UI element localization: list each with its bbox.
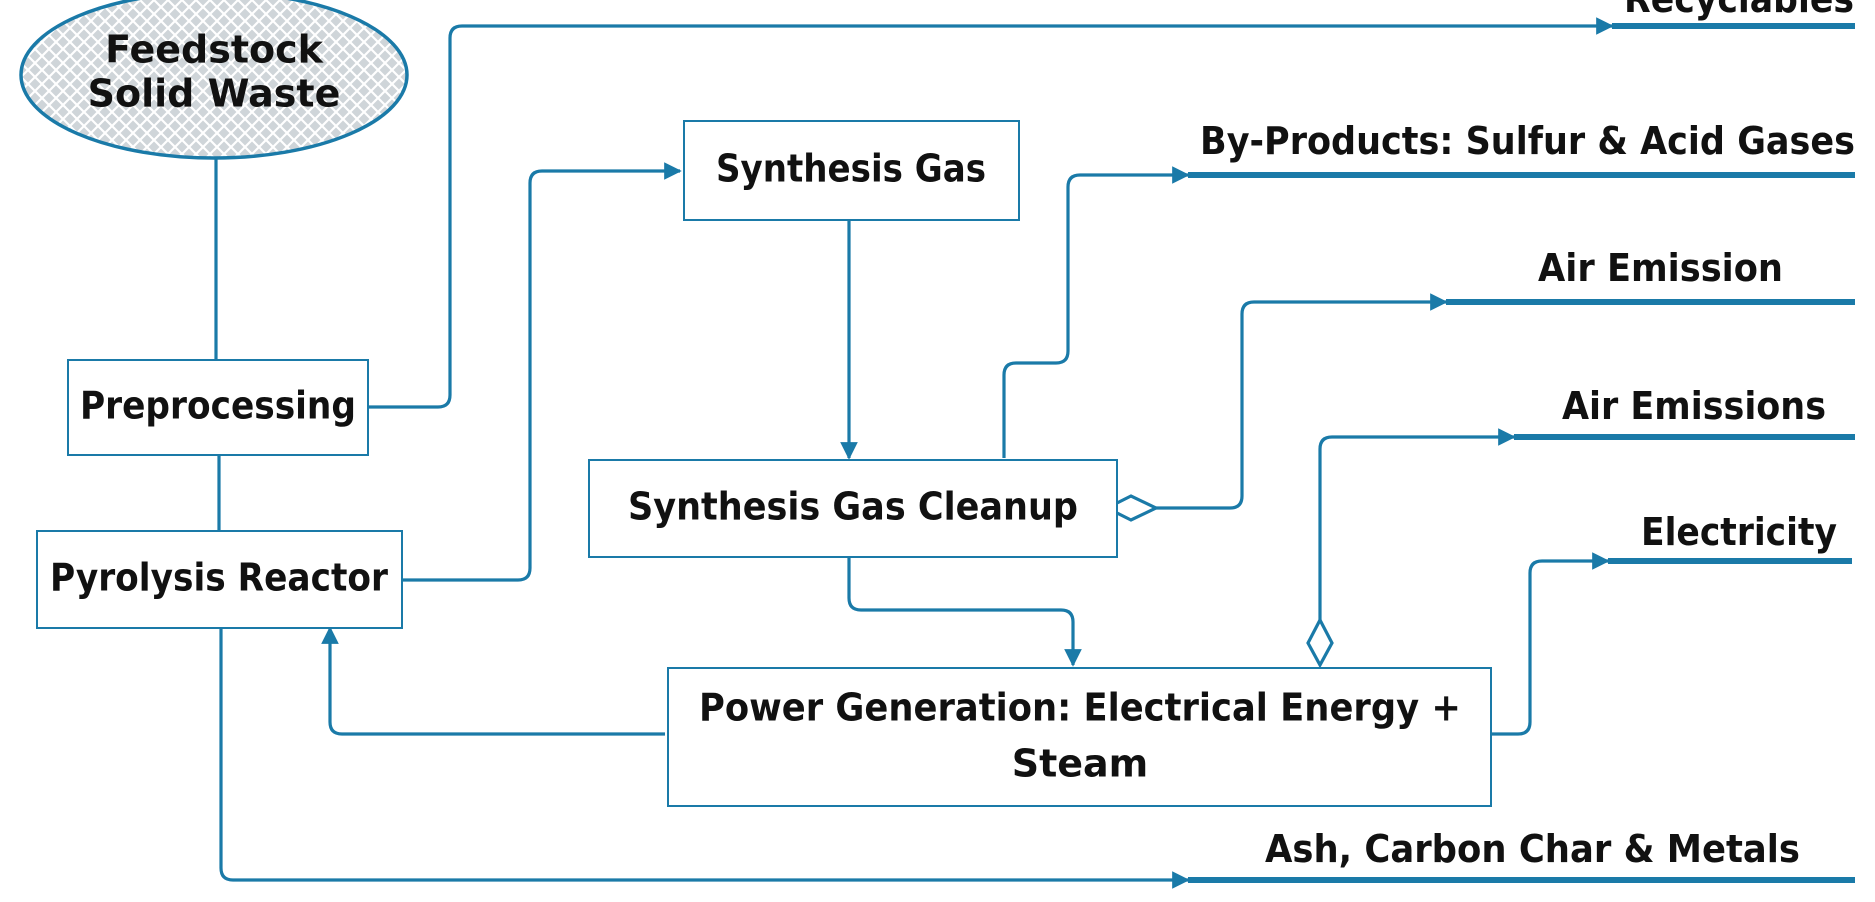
- synthesis-gas-box: [683, 120, 1020, 221]
- node-preprocessing: Preprocessing: [67, 359, 369, 456]
- feedstock-ellipse: [19, 0, 409, 160]
- connector-preprocessing-recyclables: [368, 17, 1614, 409]
- connector-cleanup-power: [847, 556, 1082, 667]
- node-synthesis-gas-cleanup: Synthesis Gas Cleanup: [588, 459, 1118, 558]
- output-label-recyclables: Recyclables: [1624, 0, 1854, 21]
- feedstock-label-line1: Feedstock: [105, 28, 324, 72]
- preprocessing-label: Preprocessing: [80, 384, 356, 428]
- power-generation-box: [667, 667, 1492, 807]
- synthesis-gas-label: Synthesis Gas: [716, 147, 986, 191]
- power-generation-label-line1: Power Generation: Electrical Energy +: [699, 686, 1461, 730]
- connector-cleanup-byproducts: [1002, 166, 1190, 458]
- power-generation-label-line2: Steam: [1012, 742, 1149, 786]
- diamond-marker-power: [1306, 616, 1334, 669]
- output-label-electricity: Electricity: [1641, 510, 1837, 554]
- connector-pyrolysis-ash: [219, 628, 1190, 889]
- pyrolysis-reactor-label: Pyrolysis Reactor: [50, 556, 388, 600]
- output-label-byproducts: By-Products: Sulfur & Acid Gases: [1200, 119, 1855, 163]
- synthesis-gas-cleanup-box: [588, 459, 1118, 558]
- connector-power-air-emissions: [1318, 428, 1516, 620]
- output-label-air-emission: Air Emission: [1538, 246, 1783, 290]
- connector-power-pyrolysis-feedback: [321, 626, 665, 736]
- output-label-ash: Ash, Carbon Char & Metals: [1265, 827, 1800, 871]
- node-pyrolysis-reactor: Pyrolysis Reactor: [36, 530, 403, 629]
- preprocessing-box: [67, 359, 369, 456]
- connector-power-electricity: [1483, 552, 1610, 736]
- output-label-air-emissions: Air Emissions: [1562, 384, 1826, 428]
- diamond-marker-cleanup: [1103, 494, 1160, 522]
- pyrolysis-reactor-box: [36, 530, 403, 629]
- feedstock-label-line2: Solid Waste: [88, 72, 341, 116]
- node-synthesis-gas: Synthesis Gas: [683, 120, 1020, 221]
- synthesis-gas-cleanup-label: Synthesis Gas Cleanup: [628, 485, 1078, 529]
- connector-cleanup-air-emission: [1156, 293, 1448, 510]
- connector-pyrolysis-synthesis-gas: [402, 162, 682, 582]
- node-feedstock: Feedstock Solid Waste: [19, 0, 409, 160]
- node-power-generation: Power Generation: Electrical Energy + St…: [667, 667, 1492, 807]
